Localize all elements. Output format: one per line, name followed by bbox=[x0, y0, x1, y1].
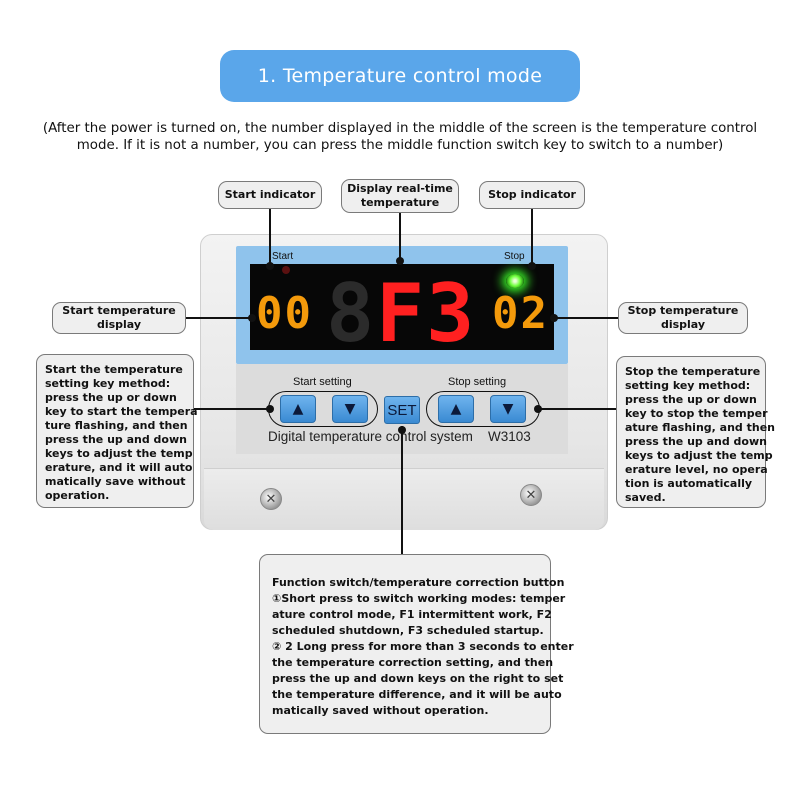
function-line: the temperature difference, and it will … bbox=[272, 688, 562, 701]
function-key-callout: Function switch/temperature correction b… bbox=[259, 554, 574, 734]
stop-indicator-callout: Stop indicator bbox=[479, 181, 585, 209]
stop-setting-line: saved. bbox=[625, 491, 666, 504]
start-temp-text-1: Start temperature bbox=[62, 304, 176, 317]
start-temp-digits: 00 bbox=[256, 288, 313, 339]
function-line: press the up and down keys on the right … bbox=[272, 672, 564, 685]
leader-line bbox=[538, 408, 616, 410]
function-line: ature control mode, F1 intermittent work… bbox=[272, 608, 552, 621]
start-setting-line: key to start the tempera bbox=[45, 405, 198, 418]
main-mode-digits: F3 bbox=[376, 267, 477, 360]
start-down-button[interactable]: ▼ bbox=[332, 395, 368, 423]
start-setting-line: press the up or down bbox=[45, 391, 177, 404]
stop-setting-line: setting key method: bbox=[625, 379, 751, 392]
start-temp-text-2: display bbox=[96, 318, 142, 331]
leader-dot bbox=[248, 314, 256, 322]
unlit-digit: 8 bbox=[326, 267, 377, 360]
stop-setting-line: press the up or down bbox=[625, 393, 757, 406]
stop-setting-line: keys to adjust the temp bbox=[625, 449, 773, 462]
start-setting-line: setting key method: bbox=[45, 377, 171, 390]
function-line: ② 2 Long press for more than 3 seconds t… bbox=[272, 640, 574, 653]
arrow-down-icon: ▼ bbox=[344, 401, 356, 417]
intro-line-1: (After the power is turned on, the numbe… bbox=[42, 121, 758, 136]
leader-line bbox=[554, 317, 618, 319]
stop-down-button[interactable]: ▼ bbox=[490, 395, 526, 423]
stop-temp-text-1: Stop temperature bbox=[627, 304, 739, 317]
leader-dot bbox=[528, 262, 536, 270]
start-indicator-callout: Start indicator bbox=[218, 181, 322, 209]
leader-line bbox=[194, 408, 270, 410]
leader-dot bbox=[266, 262, 274, 270]
stop-setting-callout: Stop the temperature setting key method:… bbox=[616, 356, 776, 508]
start-up-button[interactable]: ▲ bbox=[280, 395, 316, 423]
arrow-up-icon: ▲ bbox=[292, 401, 304, 417]
start-setting-line: operation. bbox=[45, 489, 110, 502]
leader-line bbox=[401, 426, 403, 554]
start-temp-callout: Start temperature display bbox=[52, 302, 186, 334]
stop-setting-line: ature flashing, and then bbox=[625, 421, 776, 434]
start-setting-line: keys to adjust the temp bbox=[45, 447, 193, 460]
stop-up-button[interactable]: ▲ bbox=[438, 395, 474, 423]
stop-setting-line: tion is automatically bbox=[625, 477, 753, 490]
leader-line bbox=[186, 317, 252, 319]
function-line: Function switch/temperature correction b… bbox=[272, 576, 565, 589]
stop-label: Stop bbox=[504, 251, 525, 262]
leader-dot bbox=[550, 314, 558, 322]
function-line: scheduled shutdown, F3 scheduled startup… bbox=[272, 624, 544, 637]
leader-line bbox=[531, 209, 533, 267]
model-label: W3103 bbox=[488, 429, 531, 444]
intro-text: (After the power is turned on, the numbe… bbox=[20, 120, 780, 154]
system-label: Digital temperature control system bbox=[268, 429, 473, 444]
start-label: Start bbox=[272, 251, 294, 262]
arrow-down-icon: ▼ bbox=[502, 401, 514, 417]
stop-setting-line: press the up and down bbox=[625, 435, 767, 448]
leader-dot bbox=[266, 405, 274, 413]
leader-line bbox=[269, 209, 271, 267]
start-indicator-led bbox=[282, 266, 290, 274]
stop-setting-line: erature level, no opera bbox=[625, 463, 768, 476]
start-setting-line: Start the temperature bbox=[45, 363, 183, 376]
function-line: the temperature correction setting, and … bbox=[272, 656, 554, 669]
stop-indicator-text: Stop indicator bbox=[488, 188, 576, 201]
leader-dot bbox=[398, 426, 406, 434]
realtime-temp-callout: Display real-time temperature bbox=[341, 179, 459, 213]
realtime-temp-text-2: temperature bbox=[360, 196, 440, 209]
function-line: ①Short press to switch working modes: te… bbox=[272, 592, 566, 605]
start-setting-line: ture flashing, and then bbox=[45, 419, 188, 432]
stop-temp-digits: 02 bbox=[492, 288, 549, 339]
stop-indicator-led bbox=[506, 274, 524, 288]
stop-temp-callout: Stop temperature display bbox=[618, 302, 748, 334]
start-setting-line: erature, and it will auto bbox=[45, 461, 193, 474]
start-indicator-text: Start indicator bbox=[224, 188, 316, 201]
mode-title-banner: 1. Temperature control mode bbox=[220, 50, 580, 102]
start-setting-label: Start setting bbox=[293, 376, 352, 388]
leader-line bbox=[399, 213, 401, 261]
stop-setting-line: key to stop the temper bbox=[625, 407, 768, 420]
start-setting-line: matically save without bbox=[45, 475, 186, 488]
intro-line-2: mode. If it is not a number, you can pre… bbox=[76, 138, 724, 153]
leader-dot bbox=[396, 257, 404, 265]
stop-setting-line: Stop the temperature bbox=[625, 365, 761, 378]
stop-temp-text-2: display bbox=[660, 318, 706, 331]
leader-dot bbox=[534, 405, 542, 413]
function-line: matically saved without operation. bbox=[272, 704, 489, 717]
realtime-temp-text-1: Display real-time bbox=[347, 182, 453, 195]
arrow-up-icon: ▲ bbox=[450, 401, 462, 417]
screw-icon: ✕ bbox=[520, 484, 542, 506]
set-function-button[interactable]: SET bbox=[384, 396, 420, 424]
led-display bbox=[250, 264, 554, 350]
start-setting-line: press the up and down bbox=[45, 433, 187, 446]
screw-icon: ✕ bbox=[260, 488, 282, 510]
start-setting-callout: Start the temperature setting key method… bbox=[36, 354, 198, 508]
stop-setting-label: Stop setting bbox=[448, 376, 507, 388]
